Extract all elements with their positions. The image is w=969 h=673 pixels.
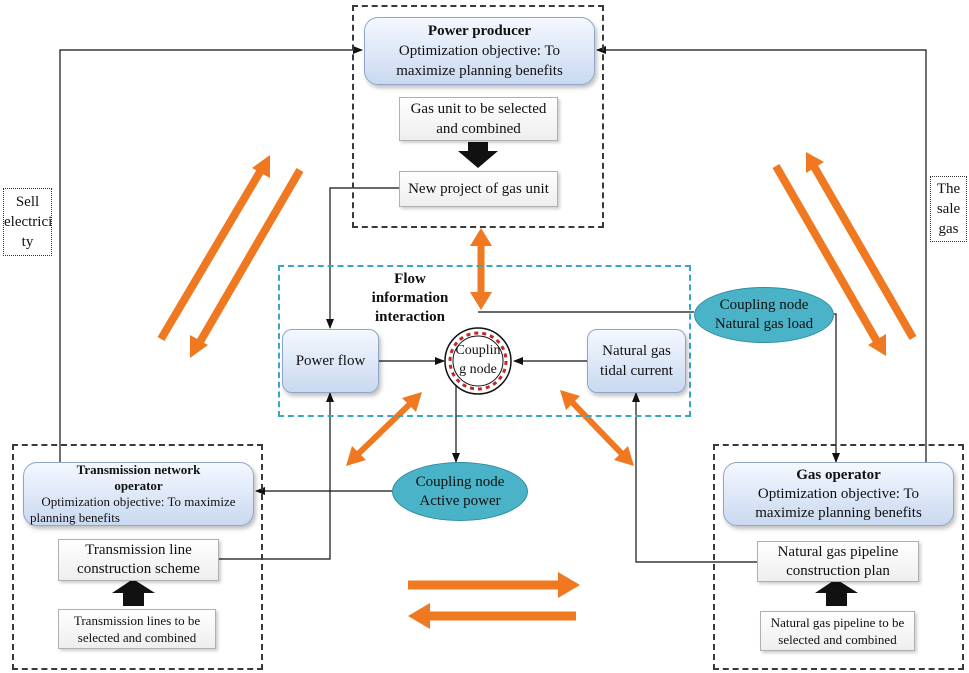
gas-load-line1: Coupling node (719, 297, 809, 313)
gas-operator-objective-line1: Optimization objective: To (757, 485, 920, 502)
gas-tidal-line2: tidal current (600, 363, 673, 379)
sale-gas-line1: The (936, 181, 961, 197)
transmission-scheme-box: Transmission line construction scheme (58, 539, 219, 581)
active-power-line2: Active power (419, 492, 501, 509)
scheme-line1: Transmission line (85, 542, 192, 558)
flow-info-line1: Flow (394, 271, 426, 287)
tno-title-line2: operator (114, 478, 163, 493)
power-flow-box: Power flow (282, 329, 379, 393)
lines-line2: selected and combined (77, 630, 197, 645)
transmission-lines-block-arrow (112, 579, 155, 606)
sale-gas-connector (596, 46, 927, 462)
flow-info-line2: information (371, 290, 449, 306)
plan-to-gas-tidal-connector (632, 392, 757, 563)
orange-diag-right-double-arrow (567, 397, 627, 459)
gas-operator-region (713, 444, 964, 670)
orange-diag-left-double-arrow (353, 399, 415, 459)
tno-objective-line2: planning benefits (30, 510, 120, 525)
pipeline-line2: selected and combined (778, 632, 897, 647)
sale-gas-label: The sale gas (930, 176, 967, 242)
coupling-node-label: Couplin g node (452, 341, 504, 379)
gas-tidal-line1: Natural gas (602, 343, 671, 359)
orange-right-down-arrow (772, 164, 883, 347)
coupling-node-line2: g node (459, 362, 497, 377)
natural-gas-tidal-box: Natural gas tidal current (587, 329, 686, 393)
sale-gas-line2: sale (936, 201, 961, 217)
transmission-operator-box: Transmission network operator Optimizati… (23, 462, 254, 526)
gas-operator-title: Gas operator (796, 466, 881, 483)
transmission-lines-box: Transmission lines to be selected and co… (58, 609, 216, 649)
pipeline-line1: Natural gas pipeline to be (770, 615, 905, 630)
orange-right-up-arrow (808, 161, 917, 340)
coupling-node-active-power-ellipse: Coupling node Active power (392, 462, 528, 521)
sell-electricity-line2: electrici (4, 214, 53, 230)
orange-left-down-arrow (193, 167, 304, 350)
coupling-node-ring (444, 327, 512, 395)
power-producer-box: Power producer Optimization objective: T… (364, 17, 595, 85)
gas-unit-line1: Gas unit to be selected (410, 101, 547, 117)
flow-information-region (278, 265, 691, 417)
gas-unit-selection-box: Gas unit to be selected and combined (399, 97, 558, 141)
flow-info-line3: interaction (375, 309, 445, 325)
tno-title-line1: Transmission network (76, 462, 201, 477)
transmission-operator-region (12, 444, 263, 670)
coupling-node-gas-load-ellipse: Coupling node Natural gas load (694, 287, 834, 343)
sell-electricity-line3: ty (21, 234, 34, 250)
pipeline-selection-box: Natural gas pipeline to be selected and … (760, 611, 915, 651)
sell-electricity-label: Sell electrici ty (3, 188, 52, 256)
orange-arrows (157, 152, 917, 629)
active-power-line1: Coupling node (415, 473, 505, 490)
power-producer-objective-line1: Optimization objective: To (398, 43, 561, 59)
gas-unit-block-arrow (458, 142, 498, 168)
gas-unit-line2: and combined (436, 121, 521, 137)
power-producer-title: Power producer (427, 23, 532, 39)
gas-operator-box: Gas operator Optimization objective: To … (723, 462, 954, 526)
power-flow-label: Power flow (295, 352, 366, 369)
flow-information-label: Flow information interaction (356, 270, 464, 327)
sell-electricity-connector (59, 46, 363, 462)
sale-gas-line3: gas (938, 221, 959, 237)
new-project-label: New project of gas unit (408, 180, 549, 197)
gas-load-to-gas-operator-connector (832, 313, 840, 463)
plan-line2: construction plan (786, 562, 890, 579)
pipeline-block-arrow (815, 579, 858, 606)
orange-left-up-arrow (157, 162, 268, 342)
power-producer-region (352, 5, 604, 228)
tno-objective-line1: Optimization objective: To maximize (41, 494, 236, 509)
new-project-to-power-flow-connector (326, 187, 400, 329)
new-project-box: New project of gas unit (399, 171, 558, 207)
scheme-line2: construction scheme (77, 561, 200, 577)
power-producer-objective-line2: maximize planning benefits (396, 63, 563, 79)
plan-line1: Natural gas pipeline (777, 543, 899, 560)
lines-line1: Transmission lines to be (73, 613, 201, 628)
gas-load-line2: Natural gas load (714, 316, 814, 332)
sell-electricity-line1: Sell (15, 194, 40, 210)
gas-operator-objective-line2: maximize planning benefits (755, 504, 922, 521)
scheme-to-power-flow-connector (219, 392, 334, 560)
pipeline-plan-box: Natural gas pipeline construction plan (757, 541, 919, 582)
coupling-node-line1: Couplin (455, 343, 501, 358)
